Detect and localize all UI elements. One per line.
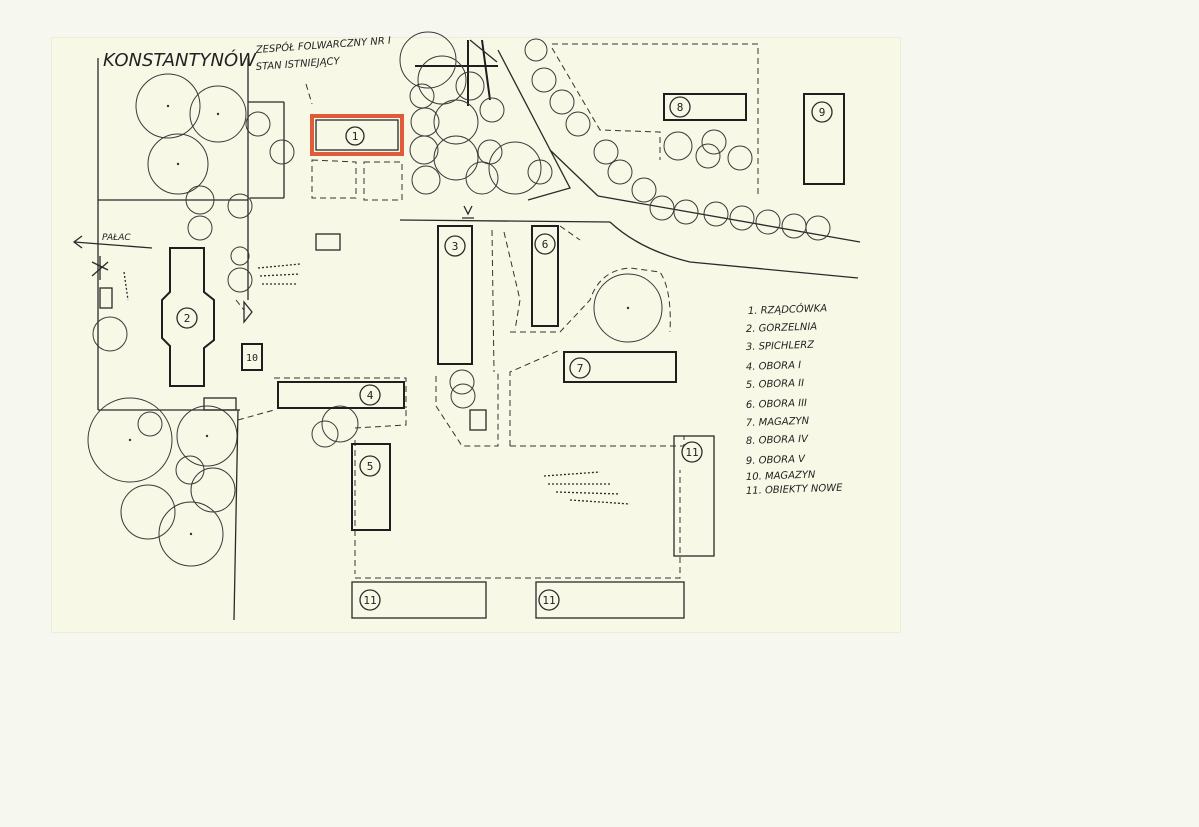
legend-item-7: 7. MAGAZYN	[746, 416, 810, 429]
legend-item-9: 9. OBORA V	[746, 454, 807, 467]
boundary-lines	[97, 39, 861, 621]
building-2[interactable]: 2	[161, 247, 215, 387]
legend: 1. RZĄDCÓWKA 2. GORZELNIA 3. SPICHLERZ 4…	[746, 301, 844, 497]
building-2-label: 2	[184, 312, 191, 325]
buildings-layer: 1 2 3 4 5 6	[99, 93, 845, 619]
building-4[interactable]: 4	[277, 381, 405, 409]
building-5-label: 5	[367, 460, 374, 473]
building-11b-label: 11	[542, 594, 555, 607]
legend-item-1: 1. RZĄDCÓWKA	[748, 301, 828, 317]
small-structure	[315, 233, 341, 251]
building-7-label: 7	[577, 362, 584, 375]
legend-item-4: 4. OBORA I	[746, 360, 802, 373]
building-1[interactable]: 1	[310, 114, 404, 156]
building-11c-label: 11	[685, 446, 698, 459]
place-name: KONSTANTYNÓW	[103, 49, 257, 71]
map-title-line2: STAN ISTNIEJĄCY	[255, 56, 341, 73]
shrub-marks	[91, 256, 631, 505]
building-4-label: 4	[367, 389, 374, 402]
gate-mark	[243, 300, 253, 324]
building-9-label: 9	[819, 106, 826, 119]
legend-item-5: 5. OBORA II	[746, 378, 805, 391]
legend-item-10: 10. MAGAZYN	[746, 470, 816, 483]
building-7[interactable]: 7	[563, 351, 677, 383]
palace-arrow: PAŁAC	[72, 233, 153, 249]
building-9[interactable]: 9	[803, 93, 845, 185]
building-10[interactable]: 10	[241, 343, 263, 371]
building-10-label: 10	[246, 353, 258, 364]
map-title-line1: ZESPÓŁ FOLWARCZNY NR I	[254, 34, 391, 56]
building-11-east[interactable]: 11	[673, 435, 715, 557]
small-structure	[99, 287, 113, 309]
building-1-label: 1	[352, 130, 359, 143]
legend-item-6: 6. OBORA III	[746, 398, 808, 411]
building-8[interactable]: 8	[663, 93, 747, 121]
dashed-paths	[235, 43, 759, 579]
building-8-label: 8	[677, 101, 684, 114]
legend-item-8: 8. OBORA IV	[746, 434, 810, 447]
plan-sheet	[52, 38, 900, 632]
small-structure	[203, 397, 237, 411]
palace-label: PAŁAC	[102, 233, 131, 243]
building-11-south-west[interactable]: 11	[351, 581, 487, 619]
building-3-label: 3	[452, 240, 459, 253]
legend-item-2: 2. GORZELNIA	[746, 322, 818, 335]
legend-item-11: 11. OBIEKTY NOWE	[746, 483, 844, 497]
building-11a-label: 11	[363, 594, 376, 607]
tree-group	[87, 31, 831, 567]
building-5[interactable]: 5	[351, 443, 391, 531]
legend-item-3: 3. SPICHLERZ	[746, 340, 816, 353]
gate-mark	[462, 205, 474, 219]
building-11-south-east[interactable]: 11	[535, 581, 685, 619]
building-6-label: 6	[542, 238, 549, 251]
building-3[interactable]: 3	[437, 225, 473, 365]
small-structure	[469, 409, 487, 431]
building-6[interactable]: 6	[531, 225, 559, 327]
